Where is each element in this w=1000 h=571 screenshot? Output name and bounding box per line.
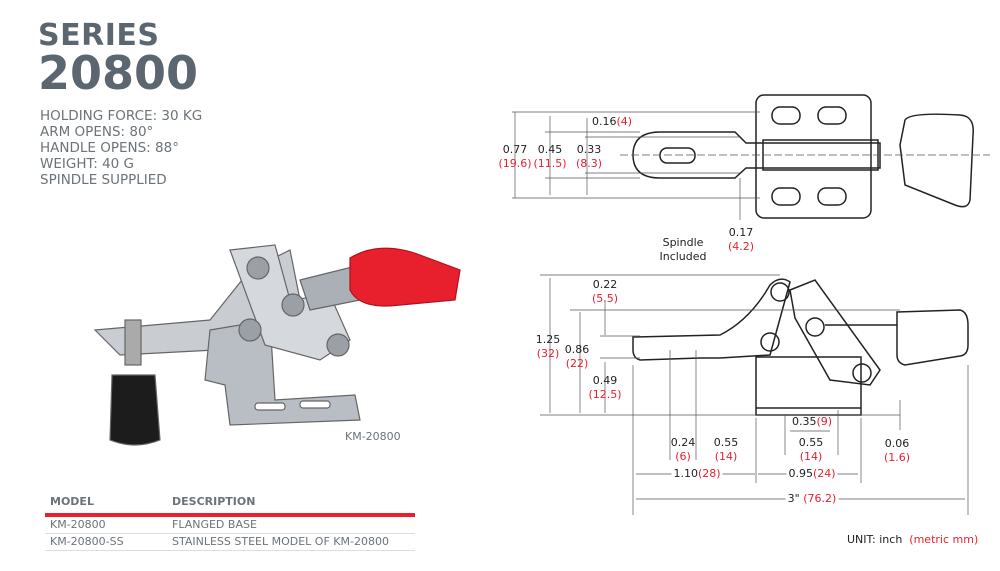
dim-mm: (1.6) <box>883 451 911 464</box>
dim-inch: 0.45 <box>537 143 563 156</box>
dim-mm: (14) <box>714 450 738 463</box>
spec-weight: WEIGHT: 40 G <box>40 156 135 172</box>
dim-mm: (76.2) <box>803 492 837 505</box>
dim-1-10: 1.10(28) <box>671 467 723 481</box>
dim-mm: (22) <box>565 357 589 370</box>
dim-inch: 0.55 <box>713 436 739 449</box>
spec-handle-opens: HANDLE OPENS: 88° <box>40 140 179 156</box>
table-header: MODEL DESCRIPTION <box>45 495 415 511</box>
unit-label: UNIT: inch <box>847 533 903 546</box>
dim-mm: (6) <box>675 450 691 463</box>
header-description: DESCRIPTION <box>172 495 256 508</box>
spec-arm-opens: ARM OPENS: 80° <box>40 124 154 140</box>
dim-mm: (12.5) <box>588 388 622 401</box>
header-model: MODEL <box>50 495 94 508</box>
dim-inch: 0.55 <box>798 436 824 449</box>
clamp-photo <box>93 244 461 446</box>
dim-mm: (9) <box>816 415 833 428</box>
dim-mm: (8.3) <box>575 157 603 170</box>
dim-inch: 0.22 <box>592 278 618 291</box>
dim-inch: 0.16 <box>591 115 617 128</box>
dim-0-55-b: 0.55(14) <box>799 436 824 464</box>
dim-inch: 0.95 <box>788 467 813 480</box>
dim-inch: 0.35 <box>791 415 817 428</box>
dim-inch: 0.06 <box>884 437 910 450</box>
dim-mm: (19.6) <box>498 157 532 170</box>
dim-mm: (28) <box>697 467 721 480</box>
dim-mm: (32) <box>536 347 560 360</box>
cell-description: FLANGED BASE <box>172 518 257 531</box>
dim-0-45: 0.45(11.5) <box>533 143 566 171</box>
cell-model: KM-20800-SS <box>50 535 124 548</box>
dim-0-33: 0.33(8.3) <box>576 143 602 171</box>
dim-inch: 0.24 <box>670 436 696 449</box>
unit-metric: (metric mm) <box>909 533 979 546</box>
cell-model: KM-20800 <box>50 518 106 531</box>
model-table: MODEL DESCRIPTION KM-20800 FLANGED BASE … <box>45 495 415 551</box>
dim-inch: 1.25 <box>535 333 561 346</box>
dim-0-95: 0.95(24) <box>786 467 838 481</box>
cell-description: STAINLESS STEEL MODEL OF KM-20800 <box>172 535 389 548</box>
side-view-drawing <box>540 274 969 515</box>
dim-0-06: 0.06(1.6) <box>884 437 910 465</box>
note-line: Spindle <box>662 236 704 249</box>
unit-note: UNIT: inch (metric mm) <box>847 533 978 546</box>
dim-mm: (14) <box>799 450 823 463</box>
spec-list: HOLDING FORCE: 30 KG ARM OPENS: 80° HAND… <box>40 108 202 188</box>
dim-mm: (11.5) <box>533 157 567 170</box>
note-line: Included <box>659 250 707 263</box>
dim-0-35: 0.35(9) <box>792 415 832 429</box>
dim-inch: 0.77 <box>502 143 528 156</box>
dim-inch: 0.17 <box>728 226 754 239</box>
dim-inch: 1.10 <box>673 467 698 480</box>
table-row: KM-20800-SS STAINLESS STEEL MODEL OF KM-… <box>45 534 415 551</box>
dim-0-55-a: 0.55(14) <box>714 436 739 464</box>
table-row: KM-20800 FLANGED BASE <box>45 517 415 534</box>
dim-0-22: 0.22(5.5) <box>592 278 618 306</box>
dim-mm: (24) <box>812 467 836 480</box>
dim-inch: 0.49 <box>592 374 618 387</box>
dim-0-86: 0.86(22) <box>565 343 590 371</box>
dim-inch: 3" <box>787 492 800 505</box>
photo-caption: KM-20800 <box>345 430 401 443</box>
series-label: SERIES <box>38 18 160 53</box>
top-view-drawing <box>512 94 990 220</box>
dim-mm: (4.2) <box>727 240 755 253</box>
dim-0-17: 0.17(4.2) <box>728 226 754 254</box>
series-number: 20800 <box>38 46 199 100</box>
dim-0-77: 0.77(19.6) <box>498 143 531 171</box>
dim-1-25: 1.25(32) <box>536 333 561 361</box>
dim-mm: (5.5) <box>591 292 619 305</box>
header-divider <box>45 513 415 517</box>
dim-0-24: 0.24(6) <box>671 436 696 464</box>
dim-3-inch: 3" (76.2) <box>785 492 839 506</box>
dim-0-49: 0.49(12.5) <box>588 374 621 402</box>
spec-spindle: SPINDLE SUPPLIED <box>40 172 167 188</box>
spec-holding-force: HOLDING FORCE: 30 KG <box>40 108 203 124</box>
dim-0-16: 0.16(4) <box>592 115 632 129</box>
dim-inch: 0.86 <box>564 343 590 356</box>
dim-mm: (4) <box>616 115 633 128</box>
dim-inch: 0.33 <box>576 143 602 156</box>
